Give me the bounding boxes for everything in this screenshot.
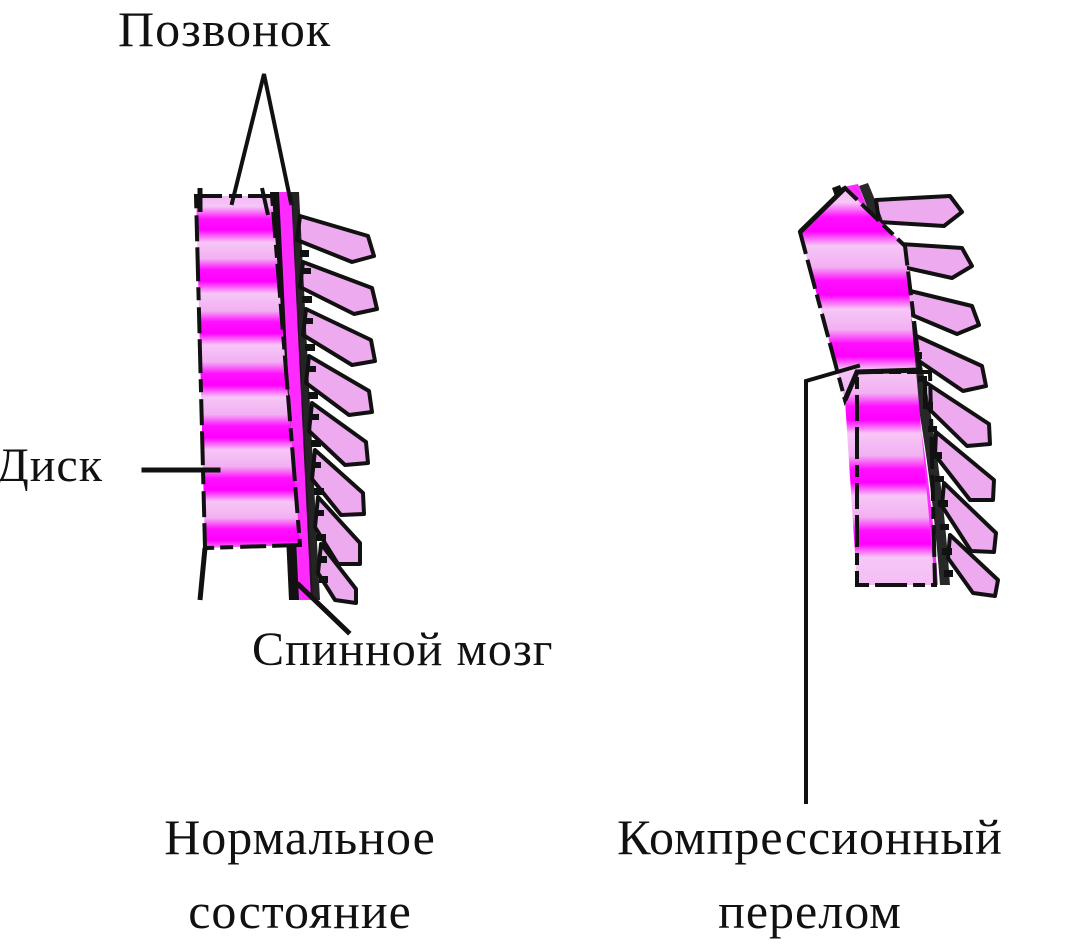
normal-spine-illustration [193, 187, 379, 605]
vertebral-body-outline-normal [193, 194, 303, 551]
wedge-fracture-vertebra [842, 367, 921, 401]
label-spinal-cord: Спинной мозг [252, 623, 554, 676]
caption-fracture-line2: перелом [718, 883, 902, 939]
fracture-leader-line [804, 363, 861, 804]
lower-vertebrae-outline-fracture [855, 370, 938, 587]
caption-fracture-line1: Компрессионный [617, 809, 1003, 865]
spinal-cord-leader-line [295, 581, 352, 636]
superior-endplate-stub-fracture [798, 186, 847, 234]
leader-lines [141, 73, 861, 804]
inferior-margin-stub-normal [197, 547, 208, 601]
label-vertebra: Позвонок [118, 1, 332, 57]
vertebra-leader-line [229, 73, 294, 206]
spinous-processes-normal [295, 214, 379, 605]
spinal-cord-column-normal [276, 192, 313, 600]
caption-normal-line2: состояние [188, 883, 412, 939]
facet-speckle-normal [300, 250, 328, 583]
top-vertebra-notch-normal [260, 187, 270, 216]
caption-normal-line1: Нормальное [164, 809, 436, 865]
posterior-lamina-normal [291, 192, 320, 600]
label-disc: Диск [0, 439, 104, 492]
posterior-lamina-fracture [859, 183, 950, 585]
